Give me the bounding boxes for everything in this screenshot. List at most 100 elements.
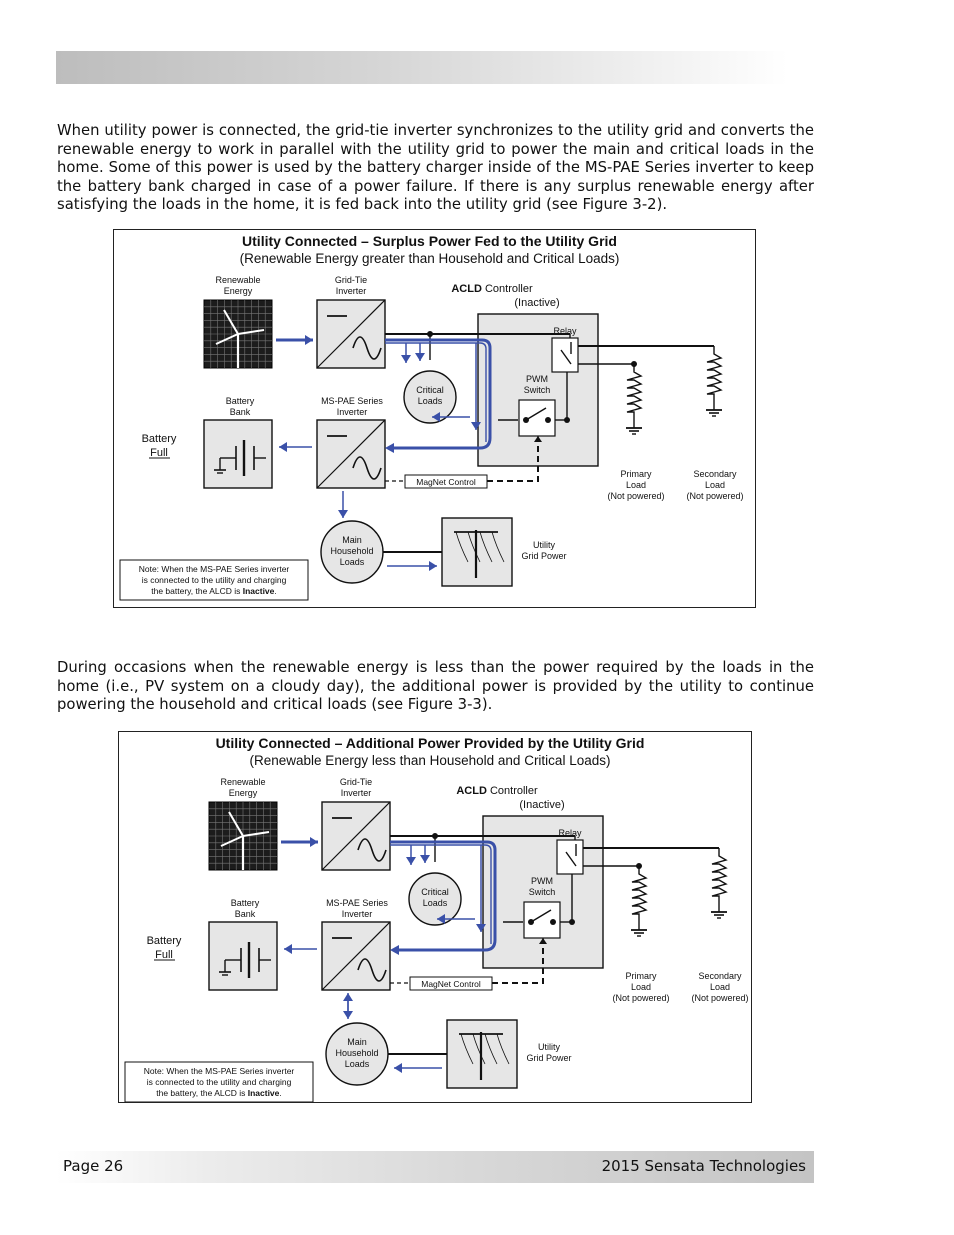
utility-wire-icon bbox=[496, 1033, 510, 1065]
renewable-energy-label: Energy bbox=[224, 286, 253, 296]
junction-dot bbox=[564, 417, 570, 423]
relay-switch bbox=[560, 349, 572, 365]
utility-wire-icon bbox=[467, 531, 481, 563]
utility-grid-label: Utility bbox=[538, 1042, 560, 1052]
inactive-label: (Inactive) bbox=[519, 799, 564, 811]
pwm-switch-label: PWM bbox=[531, 876, 553, 886]
acld-controller-label: ACLD Controller bbox=[456, 785, 538, 797]
pwm-control-arrow bbox=[534, 436, 542, 442]
flow-grid-to-house-head bbox=[394, 1063, 402, 1073]
pwm-switch-blade bbox=[530, 909, 552, 923]
flow-to-critical-head bbox=[406, 857, 416, 865]
inactive-label: (Inactive) bbox=[514, 297, 559, 309]
secondary-load-label: (Not powered) bbox=[686, 491, 743, 501]
note-end: . bbox=[274, 586, 276, 596]
junction-dot bbox=[550, 919, 556, 925]
utility-wire-icon bbox=[491, 531, 505, 563]
diagram-title: Utility Connected – Additional Power Pro… bbox=[216, 735, 645, 751]
secondary-load-label: Load bbox=[705, 480, 725, 490]
grid-tie-inverter-label: Grid-Tie bbox=[335, 275, 367, 285]
controller-word: Controller bbox=[490, 785, 538, 797]
main-household-loads-label: Main bbox=[342, 535, 362, 545]
ms-pae-inverter-label: MS-PAE Series bbox=[321, 396, 383, 406]
note-text: the battery, the ALCD is Inactive. bbox=[156, 1088, 282, 1098]
flow-main-loads-down-head bbox=[343, 1011, 353, 1019]
note-text: the battery, the ALCD is Inactive. bbox=[151, 586, 277, 596]
secondary-load-label: Load bbox=[710, 982, 730, 992]
junction-dot bbox=[523, 417, 529, 423]
paragraph-2: During occasions when the renewable ener… bbox=[57, 659, 814, 714]
diagram-svg: Utility Connected – Additional Power Pro… bbox=[124, 735, 749, 1102]
secondary-load-resistor bbox=[706, 346, 723, 404]
flow-to-critical-2-head bbox=[420, 855, 430, 863]
flow-to-critical-2-head bbox=[415, 353, 425, 361]
note-text: Note: When the MS-PAE Series inverter bbox=[144, 1066, 295, 1076]
acld-bold: ACLD bbox=[451, 283, 485, 295]
utility-wire-icon bbox=[455, 531, 469, 563]
magnet-control-cable bbox=[492, 944, 544, 984]
flow-renewable-to-inverter-head bbox=[310, 837, 318, 847]
utility-grid-label: Utility bbox=[533, 540, 555, 550]
battery-bank-label: Bank bbox=[230, 407, 251, 417]
critical-loads-label: Critical bbox=[416, 385, 444, 395]
critical-loads-label: Loads bbox=[418, 396, 443, 406]
diagram-svg: Utility Connected – Surplus Power Fed to… bbox=[119, 233, 744, 601]
utility-wire-icon bbox=[484, 1033, 498, 1065]
inverter-diagonal bbox=[321, 921, 391, 991]
flow-inner bbox=[390, 844, 492, 944]
pwm-switch-label: Switch bbox=[524, 385, 551, 395]
critical-loads-label: Loads bbox=[423, 898, 448, 908]
battery-full-label: Full bbox=[150, 447, 168, 459]
ms-pae-inverter-label: Inverter bbox=[342, 909, 373, 919]
figure-3-2: Utility Connected – Surplus Power Fed to… bbox=[113, 229, 756, 608]
relay-label: Relay bbox=[553, 326, 577, 336]
flow-critical-return-head bbox=[437, 914, 445, 924]
wind-turbine-icon bbox=[242, 831, 270, 837]
utility-wire-icon bbox=[479, 531, 493, 563]
note-text: is connected to the utility and charging bbox=[147, 1077, 292, 1087]
flow-to-battery-head bbox=[284, 944, 292, 954]
ac-symbol bbox=[357, 838, 387, 862]
flow-renewable-to-inverter-head bbox=[305, 335, 313, 345]
note-end: . bbox=[279, 1088, 281, 1098]
utility-wire-icon bbox=[460, 1033, 474, 1065]
paragraph-1: When utility power is connected, the gri… bbox=[57, 122, 814, 214]
note-text: Note: When the MS-PAE Series inverter bbox=[139, 564, 290, 574]
flow-bus-loop-head bbox=[390, 945, 399, 955]
primary-load-label: Primary bbox=[626, 971, 657, 981]
page-number: Page 26 bbox=[63, 1157, 124, 1175]
primary-load-label: (Not powered) bbox=[607, 491, 664, 501]
ac-symbol bbox=[352, 456, 382, 480]
primary-load-resistor bbox=[626, 364, 643, 422]
flow-bus-loop-head bbox=[385, 443, 394, 453]
relay-switch bbox=[565, 851, 577, 867]
ac-symbol bbox=[352, 336, 382, 360]
battery-bank-box bbox=[208, 921, 278, 991]
flow-to-battery-head bbox=[279, 442, 287, 452]
diagram-subtitle: (Renewable Energy less than Household an… bbox=[250, 753, 611, 768]
secondary-load-resistor bbox=[711, 848, 728, 906]
note-bold: Inactive bbox=[243, 586, 275, 596]
flow-to-pwm-head bbox=[476, 924, 486, 932]
flow-main-loads-up-head bbox=[343, 993, 353, 1001]
pwm-switch-blade bbox=[525, 407, 547, 421]
utility-grid-label: Grid Power bbox=[521, 551, 566, 561]
primary-load-label: Primary bbox=[621, 469, 652, 479]
diagram-title: Utility Connected – Surplus Power Fed to… bbox=[242, 233, 617, 249]
flow-to-pwm-head bbox=[471, 422, 481, 430]
secondary-load-label: (Not powered) bbox=[691, 993, 748, 1003]
wind-turbine-icon bbox=[237, 329, 265, 335]
main-household-loads-label: Loads bbox=[345, 1059, 370, 1069]
note-text: is connected to the utility and charging bbox=[142, 575, 287, 585]
grid-tie-inverter-label: Inverter bbox=[336, 286, 367, 296]
note-bold: Inactive bbox=[248, 1088, 280, 1098]
flow-bus-loop bbox=[385, 338, 492, 450]
utility-grid-label: Grid Power bbox=[526, 1053, 571, 1063]
inverter-diagonal bbox=[321, 801, 391, 871]
primary-load-resistor bbox=[631, 866, 648, 924]
flow-house-to-grid-head bbox=[429, 561, 437, 571]
wind-turbine-icon bbox=[228, 811, 244, 837]
grid-tie-inverter-label: Grid-Tie bbox=[340, 777, 372, 787]
primary-load-label: Load bbox=[626, 480, 646, 490]
main-household-loads-label: Household bbox=[330, 546, 373, 556]
